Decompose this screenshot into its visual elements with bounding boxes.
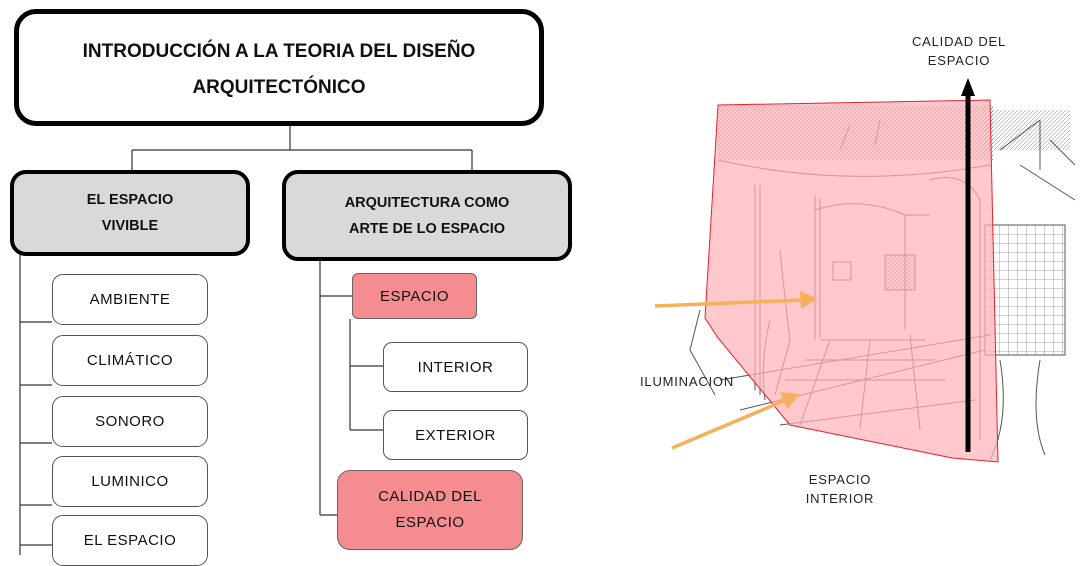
node-exterior: EXTERIOR	[383, 410, 528, 460]
leaf-climatico: CLIMÁTICO	[52, 335, 208, 386]
category-espacio-vivible: EL ESPACIO VIVIBLE	[10, 170, 250, 256]
node-interior: INTERIOR	[383, 342, 528, 392]
lighting-arrow-lower	[671, 392, 800, 450]
leaf-luminico: LUMINICO	[52, 456, 208, 507]
leaf-sonoro: SONORO	[52, 396, 208, 447]
node-espacio: ESPACIO	[352, 273, 477, 319]
lighting-arrow-upper	[654, 291, 818, 309]
highlight-region	[704, 99, 999, 463]
label-iluminacion: ILUMINACION	[640, 374, 735, 389]
category-arquitectura-arte: ARQUITECTURA COMO ARTE DE LO ESPACIO	[282, 170, 572, 261]
label-espacio-interior: ESPACIO INTERIOR	[805, 472, 875, 506]
label-calidad-espacio: CALIDAD DEL ESPACIO	[911, 34, 1007, 68]
diagram-title: INTRODUCCIÓN A LA TEORIA DEL DISEÑO ARQU…	[14, 9, 544, 126]
quality-arrowhead-icon	[961, 78, 975, 96]
node-calidad-espacio: CALIDAD DEL ESPACIO	[337, 470, 523, 550]
leaf-ambiente: AMBIENTE	[52, 274, 208, 325]
